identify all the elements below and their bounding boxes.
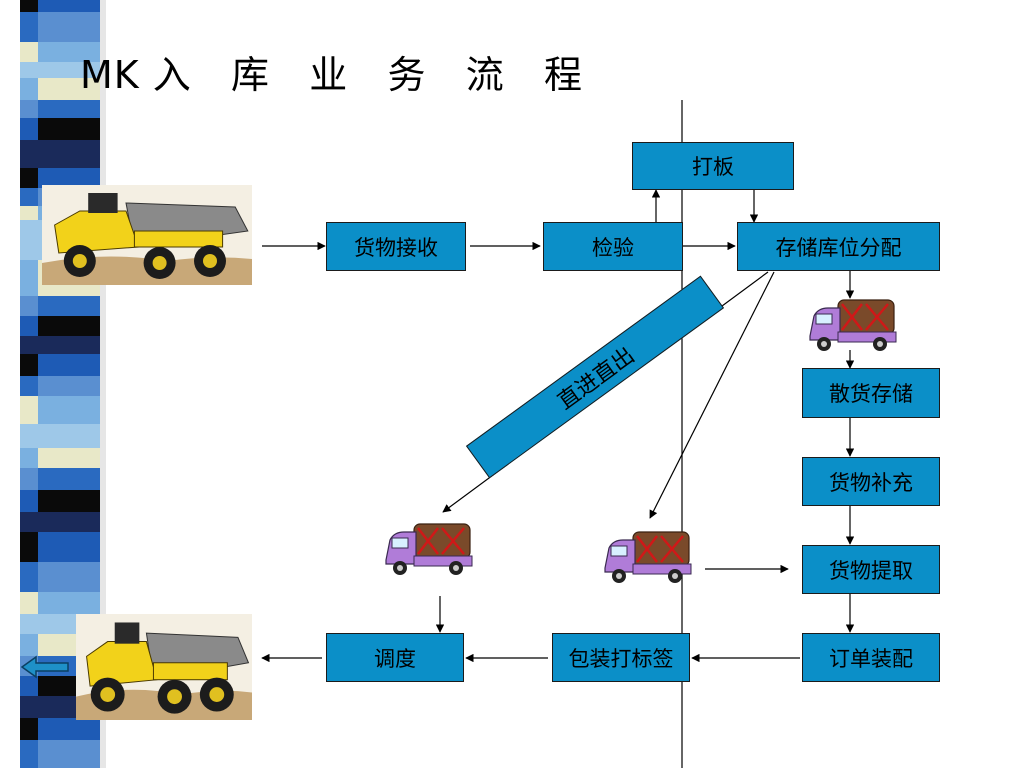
node-replenish: 货物补充: [802, 457, 940, 506]
page-title: MK 入 库 业 务 流 程: [80, 53, 583, 97]
decorative-stripe: [0, 0, 110, 768]
node-inspect: 检验: [543, 222, 683, 271]
arrow-allocate-to-mid-truck: [649, 271, 775, 519]
node-allocate: 存储库位分配: [737, 222, 940, 271]
delivery-truck-icon: [809, 299, 897, 351]
dump-truck-icon: [42, 185, 252, 285]
node-bulk-storage: 散货存储: [802, 368, 940, 418]
node-dispatch: 调度: [326, 633, 464, 682]
dump-truck-icon: [76, 614, 252, 720]
node-pick: 货物提取: [802, 545, 940, 594]
node-label: 包装打标签: [552, 633, 690, 682]
node-pallet: 打板: [632, 142, 794, 190]
delivery-truck-icon: [604, 531, 692, 583]
node-receive: 货物接收: [326, 222, 466, 271]
back-arrow-icon[interactable]: [20, 655, 70, 679]
node-order-assembly: 订单装配: [802, 633, 940, 682]
delivery-truck-icon: [385, 523, 473, 575]
